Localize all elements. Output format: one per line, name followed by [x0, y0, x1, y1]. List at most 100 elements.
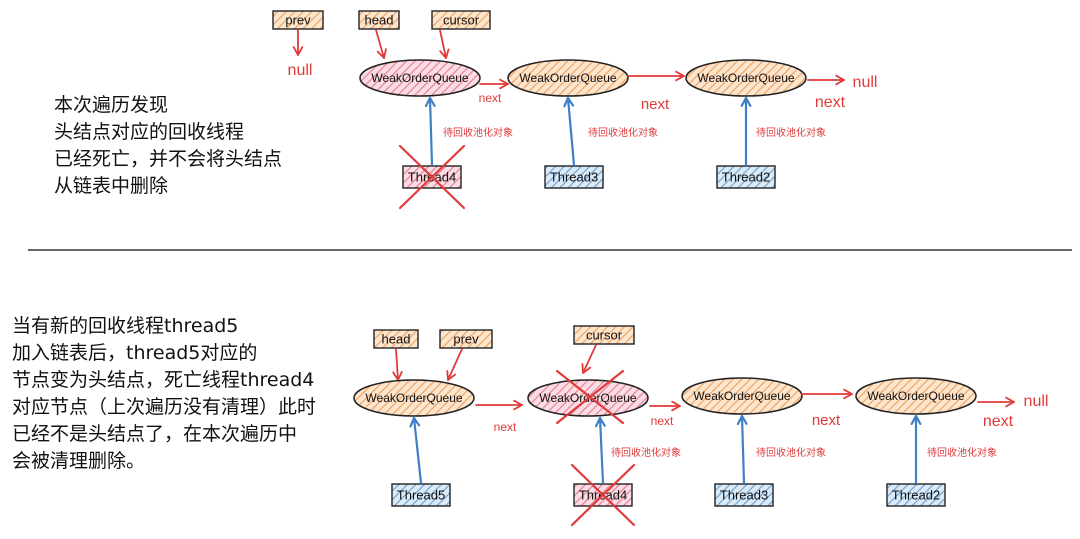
bottom-next-label-3: next [812, 412, 841, 429]
top-tail-null: null [853, 74, 878, 91]
bottom-prev-label: prev [453, 331, 479, 346]
bottom-description: 当有新的回收线程thread5 加入链表后，thread5对应的 节点变为头结点… [12, 313, 316, 475]
top-thread-1-owner-arrow-shaft [428, 96, 434, 167]
bottom-desc-line: 节点变为头结点，死亡线程thread4 [12, 369, 315, 391]
bottom-desc-line: 会被清理删除。 [12, 450, 146, 472]
bottom-prev-arrow-head [446, 370, 457, 381]
bottom-next-arrow-3 [801, 388, 853, 400]
top-head-box [358, 10, 400, 30]
bottom-thread-4-label: Thread2 [892, 487, 940, 502]
bottom-next-arrow-1 [475, 399, 523, 411]
bottom-next-arrow-4-head [1005, 396, 1015, 408]
bottom-thread-1-label: Thread5 [397, 487, 445, 502]
bottom-cursor-arrow-head [581, 363, 592, 374]
top-desc-line: 从链表中删除 [54, 175, 169, 197]
top-next-arrow-3-head [835, 74, 845, 86]
top-next-label-1: next [479, 91, 502, 105]
top-thread-2-owner-arrow [563, 96, 576, 167]
top-thread-1-pending-label: 待回收池化对象 [443, 126, 513, 139]
bottom-next-arrow-1-head [513, 399, 523, 411]
top-description: 本次遍历发现 头结点对应的回收线程 已经死亡，并不会将头结点 从链表中删除 [54, 92, 282, 200]
top-prev-null: null [288, 62, 313, 79]
top-queue-2-node [507, 59, 629, 97]
top-prev-arrow [292, 29, 304, 56]
top-thread-3-label: Thread2 [722, 169, 770, 184]
bottom-queue2-cross-stroke [555, 369, 625, 425]
bottom-next-arrow-4 [977, 396, 1015, 408]
bottom-next-label-2: next [651, 414, 674, 428]
top-next-arrow-3 [807, 74, 845, 86]
bottom-thread-2-owner-arrow-head [594, 416, 606, 428]
bottom-thread-4-owner-arrow-head [910, 414, 922, 425]
top-head-arrow-head [376, 48, 387, 59]
top-desc-line: 本次遍历发现 [54, 94, 169, 116]
top-thread-1-owner-arrow-head [424, 96, 436, 108]
bottom-desc-line: 当有新的回收线程thread5 [12, 315, 239, 337]
top-thread4-cross [398, 144, 466, 210]
bottom-thread-3-pending-label: 待回收池化对象 [756, 446, 826, 459]
bottom-next-arrow-2 [649, 400, 681, 412]
top-head-label: head [365, 12, 394, 27]
top-thread-3-pending-label: 待回收池化对象 [756, 126, 826, 139]
bottom-thread4-cross-stroke [570, 463, 636, 527]
top-thread4-cross-stroke [398, 144, 466, 210]
top-head-arrow-shaft [375, 29, 385, 59]
top-next-label-3: next [815, 94, 846, 111]
top-desc-line: 头结点对应的回收线程 [54, 121, 245, 143]
top-next-arrow-1-head [499, 78, 509, 90]
top-cursor-arrow [439, 29, 450, 59]
bottom-cursor-arrow [581, 344, 597, 374]
top-queue-1-label: WeakOrderQueue [371, 71, 468, 85]
bottom-head-arrow [392, 348, 403, 381]
top-queue-3-label: WeakOrderQueue [697, 71, 794, 85]
bottom-queue2-cross [555, 369, 625, 425]
bottom-thread-3-label: Thread3 [720, 487, 768, 502]
bottom-head-label: head [382, 331, 411, 346]
bottom-desc-line: 加入链表后，thread5对应的 [12, 342, 258, 364]
bottom-thread-1-owner-arrow-head [409, 416, 421, 428]
bottom-thread-2-pending-label: 待回收池化对象 [611, 446, 681, 459]
top-desc-line: 已经死亡，并不会将头结点 [54, 148, 283, 170]
top-cursor-box [431, 10, 491, 30]
bottom-thread-2-owner-arrow-shaft [598, 416, 605, 485]
top-queue-2-label: WeakOrderQueue [519, 71, 616, 85]
bottom-next-label-1: next [494, 420, 517, 434]
top-cursor-label: cursor [443, 12, 480, 27]
bottom-head-box [373, 329, 419, 349]
bottom-thread-4-owner-arrow [910, 414, 922, 485]
top-thread-3-owner-arrow [740, 96, 752, 167]
bottom-thread4-cross [570, 463, 636, 527]
top-thread-2-owner-arrow-shaft [566, 96, 576, 167]
top-next-arrow-1 [479, 78, 509, 90]
bottom-prev-arrow-shaft [447, 348, 463, 381]
bottom-desc-line: 对应节点（上次遍历没有清理）此时 [12, 396, 317, 418]
top-thread-3-owner-arrow-head [740, 96, 752, 107]
bottom-thread-4-pending-label: 待回收池化对象 [927, 446, 997, 459]
top-thread-2-pending-label: 待回收池化对象 [588, 126, 658, 139]
bottom-tail-null: null [1024, 393, 1049, 410]
bottom-queue-1-label: WeakOrderQueue [365, 391, 462, 405]
bottom-queue-3-label: WeakOrderQueue [693, 389, 790, 403]
top-prev-box [272, 10, 324, 30]
bottom-queue-1-node [353, 379, 475, 417]
bottom-thread-1-owner-arrow [409, 416, 423, 485]
bottom-cursor-box [573, 325, 635, 345]
bottom-queue-3-node [681, 377, 803, 415]
top-next-arrow-2-head [675, 70, 685, 82]
bottom-queue-4-label: WeakOrderQueue [867, 389, 964, 403]
top-head-arrow [375, 29, 387, 59]
bottom-next-arrow-3-head [843, 388, 853, 400]
bottom-thread-3-owner-arrow-head [736, 414, 748, 426]
bottom-prev-box [439, 329, 493, 349]
bottom-cursor-label: cursor [586, 327, 623, 342]
bottom-desc-line: 已经不是头结点了，在本次遍历中 [12, 423, 298, 445]
bottom-queue-4-node [855, 377, 977, 415]
bottom-cursor-arrow-shaft [582, 344, 597, 374]
bottom-prev-arrow [446, 348, 463, 381]
top-cursor-arrow-head [439, 48, 450, 59]
bottom-next-label-4: next [983, 413, 1014, 430]
top-thread-2-label: Thread3 [550, 169, 598, 184]
bottom-thread-3-owner-arrow [736, 414, 748, 485]
bottom-head-arrow-shaft [395, 348, 399, 381]
